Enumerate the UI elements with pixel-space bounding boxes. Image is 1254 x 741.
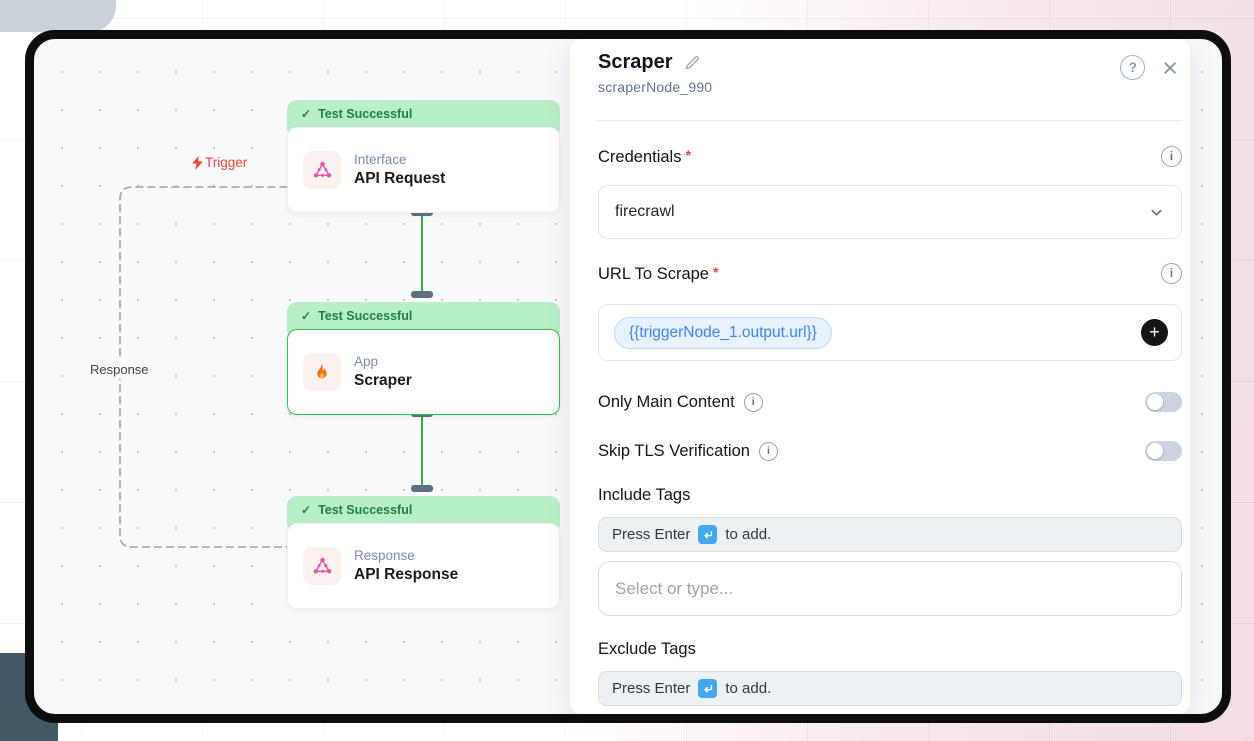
only-main-content-toggle[interactable] bbox=[1145, 392, 1182, 412]
chevron-down-icon bbox=[1151, 209, 1162, 216]
node-icon-tile bbox=[303, 547, 341, 585]
exclude-tags-hint: Press Enter to add. bbox=[598, 671, 1182, 706]
node-title-label: API Request bbox=[354, 170, 446, 187]
info-icon[interactable]: i bbox=[1161, 146, 1182, 167]
node-id-label: scraperNode_990 bbox=[598, 79, 713, 95]
node-kind-label: Response bbox=[354, 548, 415, 563]
add-variable-button[interactable]: + bbox=[1141, 319, 1168, 346]
include-tags-label: Include Tags bbox=[598, 486, 691, 504]
include-tags-hint: Press Enter to add. bbox=[598, 517, 1182, 552]
only-main-content-label: Only Main Content bbox=[598, 392, 735, 411]
node-title-label: API Response bbox=[354, 566, 459, 583]
hint-prefix: Press Enter bbox=[612, 526, 691, 543]
status-text: Test Successful bbox=[318, 503, 413, 517]
include-tags-input[interactable] bbox=[598, 561, 1182, 616]
header-divider bbox=[596, 120, 1182, 121]
info-icon[interactable]: i bbox=[758, 441, 778, 461]
check-icon: ✓ bbox=[301, 309, 312, 323]
node-icon-tile bbox=[303, 353, 341, 391]
url-input[interactable]: {{triggerNode_1.output.url}} + bbox=[598, 304, 1182, 361]
decor-shape-top-left bbox=[0, 0, 116, 32]
status-text: Test Successful bbox=[318, 309, 413, 323]
help-icon[interactable]: ? bbox=[1120, 55, 1146, 80]
hint-suffix: to add. bbox=[725, 526, 772, 543]
node-kind-label: Interface bbox=[354, 152, 407, 167]
input-handle-scraper[interactable] bbox=[411, 291, 433, 298]
skip-tls-verification-label: Skip TLS Verification bbox=[598, 441, 750, 460]
url-to-scrape-label: URL To Scrape* bbox=[598, 263, 719, 283]
connector-line-1 bbox=[421, 213, 424, 297]
credentials-select[interactable]: firecrawl bbox=[598, 185, 1182, 239]
toggle-knob bbox=[1147, 443, 1163, 459]
check-icon: ✓ bbox=[301, 503, 312, 517]
close-icon[interactable]: × bbox=[1162, 52, 1178, 83]
connector-line-2 bbox=[421, 414, 424, 492]
node-icon-tile bbox=[303, 151, 341, 189]
flame-icon bbox=[317, 363, 327, 379]
check-icon: ✓ bbox=[301, 107, 312, 121]
response-edge-label: Response bbox=[86, 360, 153, 379]
info-icon[interactable]: i bbox=[743, 392, 763, 412]
trigger-edge-label: Trigger bbox=[192, 155, 247, 170]
status-text: Test Successful bbox=[318, 107, 413, 121]
node-kind-label: App bbox=[354, 354, 379, 369]
node-title-label: Scraper bbox=[354, 372, 412, 389]
graph-icon bbox=[313, 557, 331, 573]
hint-suffix: to add. bbox=[725, 680, 772, 697]
node-card-api-request[interactable]: Interface API Request bbox=[287, 127, 560, 213]
node-api-response[interactable]: ✓ Test Successful Response API Response bbox=[287, 496, 560, 609]
skip-tls-verification-toggle[interactable] bbox=[1145, 441, 1182, 461]
node-scraper[interactable]: ✓ Test Successful App Scraper bbox=[287, 302, 560, 415]
credentials-label: Credentials* bbox=[598, 146, 691, 166]
node-card-scraper[interactable]: App Scraper bbox=[287, 329, 560, 415]
workflow-editor-frame: Trigger Response ✓ Test Successful bbox=[25, 30, 1231, 723]
toggle-knob bbox=[1147, 394, 1163, 410]
credentials-value: firecrawl bbox=[615, 203, 675, 220]
exclude-tags-label: Exclude Tags bbox=[598, 640, 696, 658]
enter-key-icon bbox=[698, 679, 718, 698]
hint-prefix: Press Enter bbox=[612, 680, 691, 697]
info-icon[interactable]: i bbox=[1161, 263, 1182, 284]
node-config-panel: Scraper scraperNode_990 ? × Credentials*… bbox=[570, 39, 1190, 714]
lightning-bolt-icon bbox=[192, 155, 203, 170]
required-asterisk: * bbox=[712, 263, 719, 280]
panel-title: Scraper bbox=[598, 51, 673, 73]
node-api-request[interactable]: ✓ Test Successful Interface API Request bbox=[287, 100, 560, 213]
node-card-api-response[interactable]: Response API Response bbox=[287, 523, 560, 609]
required-asterisk: * bbox=[685, 146, 691, 163]
trigger-edge-text: Trigger bbox=[205, 155, 248, 170]
variable-token-chip[interactable]: {{triggerNode_1.output.url}} bbox=[614, 316, 832, 349]
input-handle-api-response[interactable] bbox=[411, 485, 433, 492]
edit-pencil-icon[interactable] bbox=[684, 54, 701, 71]
enter-key-icon bbox=[698, 525, 718, 544]
graph-icon bbox=[313, 161, 331, 177]
